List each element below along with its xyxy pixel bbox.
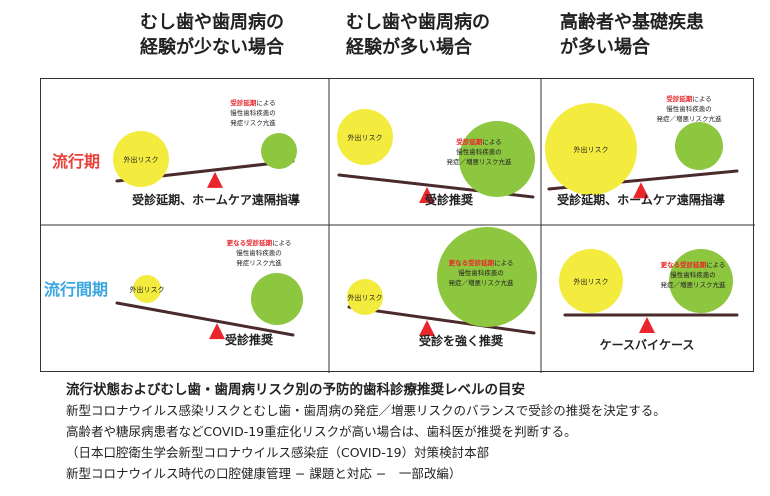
- cell-2-2-pivot-triangle: [419, 319, 435, 336]
- cell-1-1-pivot-triangle: [207, 171, 223, 188]
- column-header-1: むし歯や歯周病の 経験が少ない場合: [140, 10, 350, 60]
- balance-diagram: 外出リスク受診延期による慢性歯科疾患の発症リスク亢進受診延期、ホームケア遠隔指導…: [41, 79, 755, 373]
- cell-2-3-recommendation: ケースバイケース: [600, 338, 695, 352]
- cell-1-2-dental-risk-label-part: 発症／増悪リスク亢進: [447, 157, 513, 166]
- cell-2-3-dental-risk-label-part: 慢性歯科疾患の: [670, 270, 716, 279]
- cell-1-3-pivot-triangle: [633, 182, 649, 199]
- cell-2-1-dental-risk-label-part: 慢性歯科疾患の: [236, 248, 282, 257]
- cell-1-1-dental-risk-circle: [261, 133, 297, 169]
- column-header-3-line1: 高齢者や基礎疾患: [560, 12, 704, 33]
- column-header-1-line1: むし歯や歯周病の: [140, 12, 284, 33]
- cell-2-3-dental-risk-label-line3: 発症／増悪リスク亢進: [661, 280, 727, 289]
- cell-1-1-dental-risk-label-line1: 受診延期による: [230, 98, 275, 107]
- column-header-3-line2: が多い場合: [560, 37, 650, 58]
- cell-2-1-dental-risk-label-part: 発症リスク亢進: [236, 258, 282, 267]
- cell-2-1-dental-risk-circle: [251, 273, 303, 325]
- cell-2-2-dental-risk-label-part: 慢性歯科疾患の: [458, 268, 504, 277]
- cell-1-2-dental-risk-label-line2: 慢性歯科疾患の: [456, 147, 502, 156]
- cell-2-2-dental-risk-label-line2: 慢性歯科疾患の: [458, 268, 504, 277]
- cell-2-3-outing-risk-label: 外出リスク: [574, 277, 609, 286]
- cell-2-3-pivot-triangle: [639, 317, 655, 333]
- cell-2-2-dental-risk-label-part: 更なる受診延期: [449, 258, 495, 267]
- cell-2-1-outing-risk-label: 外出リスク: [130, 285, 165, 294]
- cell-2-1-outing-risk-circle: [133, 275, 161, 303]
- cell-1-3-outing-risk-label: 外出リスク: [574, 145, 609, 154]
- cell-1-3-dental-risk-label-line2: 慢性歯科疾患の: [666, 104, 712, 113]
- cell-1-2-outing-risk-circle: [337, 109, 393, 165]
- cell-2-1-dental-risk-label-line2: 慢性歯科疾患の: [236, 248, 282, 257]
- cell-1-3-dental-risk-label-line3: 発症／増悪リスク亢進: [657, 114, 723, 123]
- cell-1-3-dental-risk-label-part: による: [692, 95, 711, 103]
- cell-2-2-dental-risk-label-line3: 発症／増悪リスク亢進: [449, 278, 515, 287]
- cell-1-1-dental-risk-label-line2: 慢性歯科疾患の: [230, 108, 276, 117]
- recommendation-grid: 外出リスク受診延期による慢性歯科疾患の発症リスク亢進受診延期、ホームケア遠隔指導…: [40, 78, 755, 373]
- cell-1-1-dental-risk-label-line3: 発症リスク亢進: [230, 118, 276, 127]
- cell-2-2-outing-risk-label: 外出リスク: [348, 293, 383, 302]
- cell-1-1-outing-risk-circle: [113, 131, 169, 187]
- caption-line3: （日本口腔衛生学会新型コロナウイルス感染症（COVID-19）対策検討本部: [66, 445, 490, 460]
- cell-1-2-dental-risk-label-line1: 受診延期による: [456, 137, 501, 146]
- cell-1-2-dental-risk-label-part: 慢性歯科疾患の: [456, 147, 502, 156]
- row-label-inter-epidemic: 流行間期: [43, 280, 108, 299]
- column-header-2-line2: 経験が多い場合: [346, 37, 472, 58]
- cell-2-2-dental-risk-label-part: 発症／増悪リスク亢進: [449, 278, 515, 287]
- cell-2-1-dental-risk-label-line3: 発症リスク亢進: [236, 258, 282, 267]
- cell-2-3-dental-risk-label-line2: 慢性歯科疾患の: [670, 270, 716, 279]
- cell-1-2-recommendation: 受診推奨: [425, 192, 474, 207]
- cell-2-2-beam: [347, 305, 536, 335]
- caption-line4: 新型コロナウイルス時代の口腔健康管理 − 課題と対応 − 一部改編）: [66, 466, 462, 481]
- cell-2-3-dental-risk-label-part: による: [706, 261, 725, 269]
- cell-2-3-dental-risk-label-line1: 更なる受診延期による: [661, 260, 726, 269]
- cell-2-2-recommendation: 受診を強く推奨: [419, 333, 504, 348]
- row-label-epidemic: 流行期: [51, 152, 100, 171]
- cell-1-3-recommendation: 受診延期、ホームケア遠隔指導: [557, 192, 725, 207]
- cell-2-3-outing-risk-circle: [559, 249, 623, 313]
- cell-1-2-dental-risk-label-part: 受診延期: [456, 137, 483, 146]
- cell-1-3-dental-risk-label-part: 受診延期: [666, 94, 693, 103]
- cell-1-1-recommendation: 受診延期、ホームケア遠隔指導: [132, 192, 300, 207]
- cell-1-1-dental-risk-label-part: 慢性歯科疾患の: [230, 108, 276, 117]
- cell-2-1-dental-risk-label-part: 更なる受診延期: [227, 238, 273, 247]
- cell-2-3-dental-risk-label-part: 発症／増悪リスク亢進: [661, 280, 727, 289]
- column-header-2-line1: むし歯や歯周病の: [346, 12, 490, 33]
- caption-line1: 新型コロナウイルス感染リスクとむし歯・歯周病の発症／増悪リスクのバランスで受診の…: [66, 403, 666, 418]
- cell-2-3-dental-risk-circle: [669, 249, 733, 313]
- cell-1-3-outing-risk-circle: [545, 103, 637, 195]
- cell-1-1-dental-risk-label-part: 受診延期: [230, 98, 257, 107]
- cell-2-2-dental-risk-label-line1: 更なる受診延期による: [449, 258, 514, 267]
- cell-1-1-outing-risk-label: 外出リスク: [124, 155, 159, 164]
- caption-line2: 高齢者や糖尿病患者などCOVID-19重症化リスクが高い場合は、歯科医が推奨を判…: [66, 424, 577, 439]
- cell-1-1-dental-risk-label-part: 発症リスク亢進: [230, 118, 276, 127]
- caption-title: 流行状態およびむし歯・歯周病リスク別の予防的歯科診療推奨レベルの目安: [66, 382, 525, 398]
- cell-2-1-recommendation: 受診推奨: [225, 332, 274, 347]
- cell-2-2-outing-risk-circle: [347, 279, 383, 315]
- cell-1-2-dental-risk-circle: [459, 121, 535, 197]
- cell-1-2-dental-risk-label-part: による: [482, 138, 501, 146]
- cell-2-1-pivot-triangle: [209, 323, 225, 340]
- cell-1-3-dental-risk-circle: [675, 122, 723, 170]
- cell-1-3-dental-risk-label-line1: 受診延期による: [666, 94, 711, 103]
- cell-1-1-dental-risk-label-part: による: [256, 99, 275, 107]
- column-header-3: 高齢者や基礎疾患 が多い場合: [560, 10, 770, 60]
- cell-2-1-beam: [115, 301, 295, 337]
- cell-2-2-dental-risk-circle: [437, 227, 537, 327]
- cell-2-3-dental-risk-label-part: 更なる受診延期: [661, 260, 707, 269]
- cell-1-2-pivot-triangle: [419, 186, 435, 203]
- cell-2-1-dental-risk-label-line1: 更なる受診延期による: [227, 238, 292, 247]
- column-header-2: むし歯や歯周病の 経験が多い場合: [346, 10, 556, 60]
- cell-2-1-dental-risk-label-part: による: [272, 239, 291, 247]
- cell-1-2-outing-risk-label: 外出リスク: [348, 133, 383, 142]
- cell-1-3-dental-risk-label-part: 慢性歯科疾患の: [666, 104, 712, 113]
- column-header-1-line2: 経験が少ない場合: [140, 37, 284, 58]
- cell-1-3-dental-risk-label-part: 発症／増悪リスク亢進: [657, 114, 723, 123]
- cell-1-2-dental-risk-label-line3: 発症／増悪リスク亢進: [447, 157, 513, 166]
- cell-2-2-dental-risk-label-part: による: [494, 259, 513, 267]
